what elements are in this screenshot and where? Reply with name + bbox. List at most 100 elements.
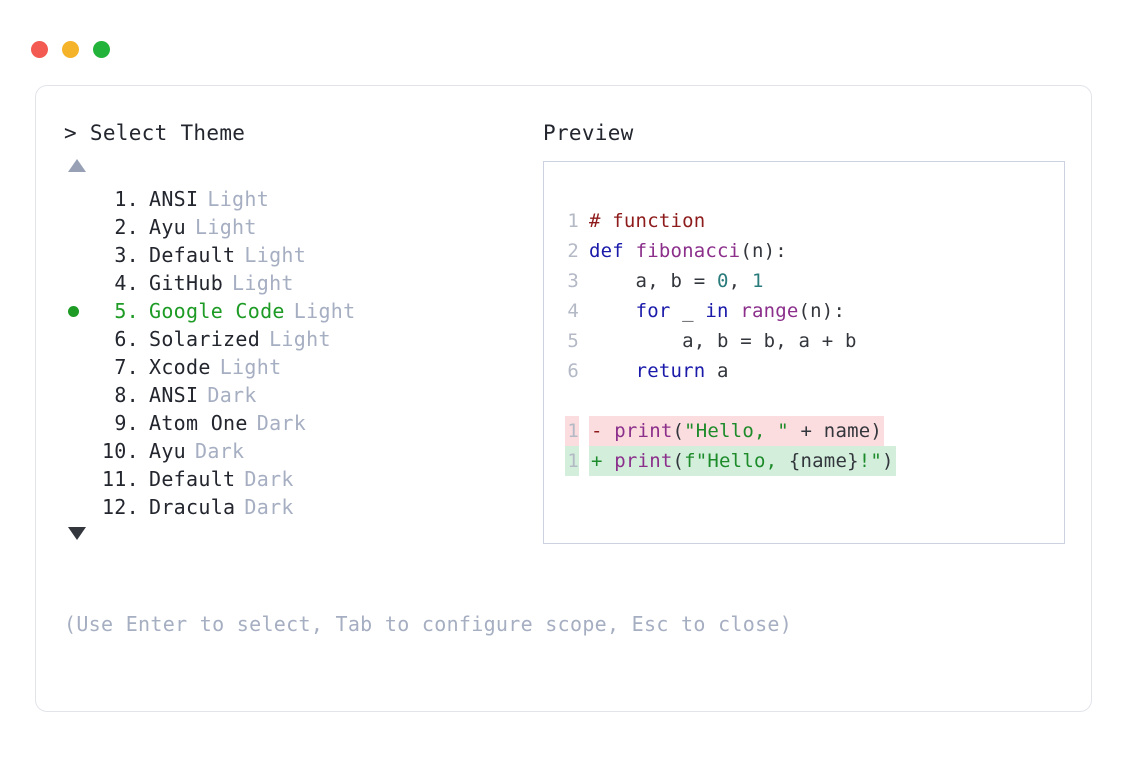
diff-sign: - [591,420,615,442]
line-number: 5 [567,330,579,352]
code-token: _ [670,300,706,322]
code-token: (n): [798,300,846,322]
diff-line-add: 1 + print(f"Hello, {name}!") [565,446,1064,476]
theme-item-number: 3. [114,243,139,267]
diff-sign: + [591,450,615,472]
code-token: ( [672,450,685,472]
close-button[interactable] [31,40,48,58]
code-line-content: for _ in range(n): [589,296,845,326]
theme-item-name: Ayu [149,215,187,239]
code-line: 1 # function [565,206,1064,236]
theme-item-number: 1. [114,187,139,211]
maximize-button[interactable] [93,40,110,58]
theme-item-number: 11. [101,467,139,491]
theme-item-number: 8. [114,383,139,407]
theme-item-number: 4. [114,271,139,295]
code-token: for [635,300,671,322]
theme-item-variant: Light [244,243,307,267]
code-token: f"Hello, [684,450,789,472]
code-token: "Hello, " [684,420,789,442]
code-line: 2 def fibonacci(n): [565,236,1064,266]
theme-item-number: 5. [114,299,139,323]
line-number: 1 [565,446,579,476]
theme-item-variant: Light [219,355,282,379]
code-line-content: return a [589,356,729,386]
selected-bullet-icon [68,305,79,317]
triangle-up-icon[interactable] [68,159,86,172]
code-token: def [589,240,636,262]
minimize-button[interactable] [62,40,79,58]
theme-item-name: Solarized [149,327,261,351]
code-line-content: # function [589,206,705,236]
theme-item-name: ANSI [149,187,199,211]
code-line: 6 return a [565,356,1064,386]
theme-item-name: Atom One [149,411,248,435]
theme-list-item[interactable]: 9. Atom One Dark [64,409,534,437]
code-line-content: a, b = 0, 1 [589,266,764,296]
theme-item-variant: Light [269,327,331,351]
theme-item-variant: Dark [256,411,307,435]
theme-item-variant: Dark [244,495,294,519]
title-bar [0,0,1129,68]
theme-list-item[interactable]: 8. ANSI Dark [64,381,534,409]
theme-item-number: 10. [101,439,139,463]
code-line: 4 for _ in range(n): [565,296,1064,326]
keyboard-hint: (Use Enter to select, Tab to configure s… [64,612,793,636]
code-token: {name} [788,450,859,472]
code-token: ) [882,450,894,472]
code-token: print [614,420,673,442]
theme-list-item[interactable]: 11. Default Dark [64,465,534,493]
theme-item-variant: Dark [244,467,294,491]
code-token [729,300,741,322]
theme-item-name: Ayu [149,439,187,463]
code-token: ( [672,420,685,442]
theme-item-number: 6. [114,327,139,351]
theme-item-variant: Light [232,271,294,295]
theme-item-name: Default [149,467,236,491]
code-token: print [614,450,673,472]
code-token: (n): [740,240,787,262]
code-token [589,300,636,322]
theme-item-variant: Light [293,299,356,323]
code-token: a, b = [589,270,718,292]
code-token: , [728,270,752,292]
theme-item-number: 9. [114,411,139,435]
code-token: fibonacci [635,240,741,262]
line-number: 4 [567,300,579,322]
theme-item-name: Google Code [149,299,285,323]
line-number: 2 [567,240,579,262]
diff-line-content: - print("Hello, " + name) [589,416,885,446]
line-number: 6 [567,360,579,382]
selected-bullet-icon [64,305,95,317]
theme-list-item[interactable]: 5. Google Code Light [64,297,534,325]
theme-item-name: ANSI [149,383,199,407]
code-token: # function [589,210,706,232]
diff-line-content: + print(f"Hello, {name}!") [589,446,896,476]
code-token: in [705,300,729,322]
code-line: 5 a, b = b, a + b [565,326,1064,356]
diff-line-del: 1 - print("Hello, " + name) [565,416,1064,446]
code-token: return [635,360,706,382]
code-token: a, b = b, a + b [589,330,857,352]
theme-item-variant: Dark [207,383,257,407]
prompt-label: > Select Theme [64,121,246,145]
code-gap [565,386,1064,416]
line-number: 3 [567,270,579,292]
theme-list-item[interactable]: 6. Solarized Light [64,325,534,353]
line-number: 1 [567,210,579,232]
line-number: 1 [565,416,579,446]
triangle-down-icon[interactable] [68,527,86,540]
